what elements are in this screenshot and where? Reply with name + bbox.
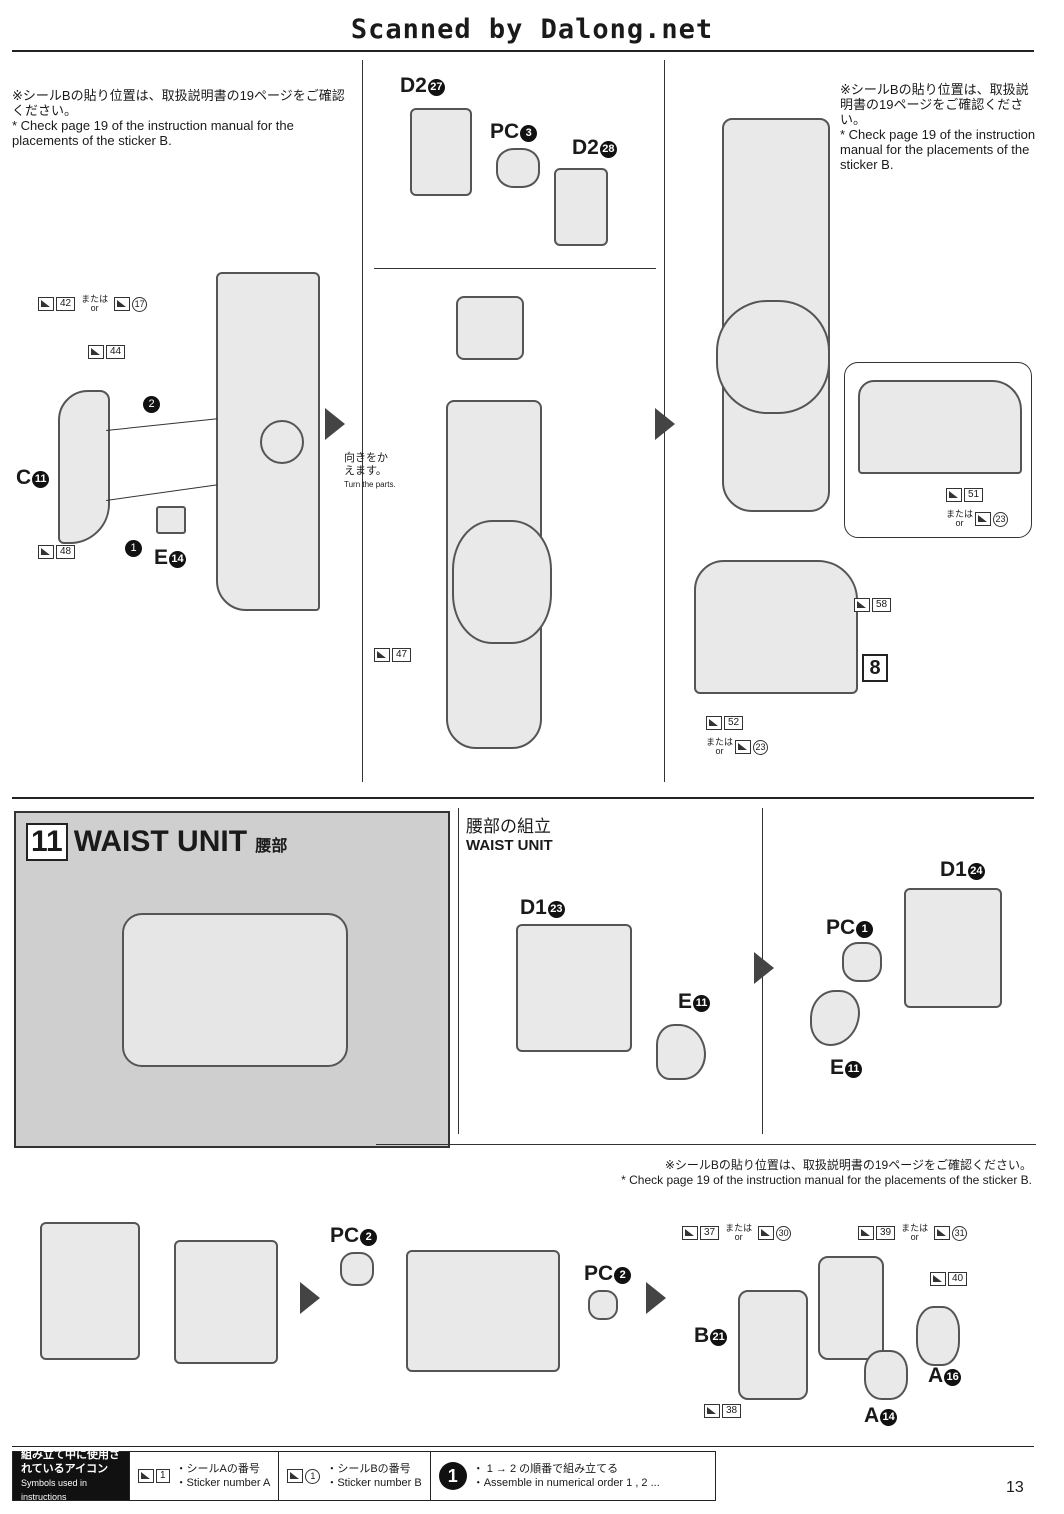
part-a16: [916, 1306, 960, 1366]
part-b21: [738, 1290, 808, 1400]
step-1-badge: 1: [124, 540, 142, 558]
section-rule: [12, 797, 1034, 799]
step-2-badge: 2: [142, 396, 160, 414]
part-a14: [864, 1350, 908, 1400]
hand-part-8: [694, 560, 858, 694]
elbow-armor: [452, 520, 552, 644]
part-pc2-left: [340, 1252, 374, 1286]
part-e11: [656, 1024, 706, 1080]
legend-sticker-a: 1 ・シールAの番号・Sticker number A: [130, 1452, 280, 1500]
joint: [260, 420, 304, 464]
part-d2-27: [410, 108, 472, 196]
page-number: 13: [1006, 1479, 1024, 1496]
top-rule: [12, 50, 1034, 52]
sticker-48: 48: [38, 545, 76, 559]
waist-half-left: [40, 1222, 140, 1360]
waist-unit-complete: [122, 913, 348, 1067]
part-e11b: [810, 990, 860, 1046]
turn-note: 向きをかえます。 Turn the parts.: [344, 452, 396, 489]
step-arrow: [300, 1282, 320, 1314]
scan-header: Scanned by Dalong.net: [350, 14, 714, 45]
legend-order: 1 ・ 1 → 2 の順番で組み立てる・Assemble in numerica…: [431, 1452, 668, 1500]
sticker-note-2: ※シールBの貼り位置は、取扱説明書の19ページをご確認ください。 * Check…: [840, 82, 1036, 172]
sticker-44: 44: [88, 345, 126, 359]
part-e14: [156, 506, 186, 534]
sticker-40: 40: [930, 1272, 968, 1286]
shoulder-joint: [456, 296, 524, 360]
part-pc1: [842, 942, 882, 982]
waist-half-right: [174, 1240, 278, 1364]
row-rule: [376, 1144, 1036, 1145]
sub-title: 腰部の組立 WAIST UNIT: [466, 817, 553, 854]
divider: [458, 808, 459, 1134]
footer-rule: [12, 1446, 1034, 1447]
sticker-38: 38: [704, 1404, 742, 1418]
step-arrow: [325, 408, 345, 440]
sticker-52: 52: [706, 716, 744, 730]
armor-part-c11: [58, 390, 110, 544]
legend-sticker-b: 1 ・シールBの番号・Sticker number B: [279, 1452, 431, 1500]
part-d2-28: [554, 168, 608, 246]
sticker-58: 58: [854, 598, 892, 612]
elbow-joint: [716, 300, 830, 414]
arrow: [106, 484, 218, 501]
step-arrow: [646, 1282, 666, 1314]
sticker-note-3: ※シールBの貼り位置は、取扱説明書の19ページをご確認ください。 * Check…: [621, 1158, 1032, 1187]
waist-core: [406, 1250, 560, 1372]
step-arrow: [754, 952, 774, 984]
part-d1-24: [904, 888, 1002, 1008]
part-pc3: [496, 148, 540, 188]
sticker-47: 47: [374, 648, 412, 662]
arrow: [106, 418, 218, 431]
sticker-51: 51: [946, 488, 984, 502]
sticker-note: ※シールBの貼り位置は、取扱説明書の19ページをご確認ください。 * Check…: [12, 88, 345, 148]
part-pc2-right: [588, 1290, 618, 1320]
detail-part: [858, 380, 1022, 474]
part-number-8: 8: [862, 654, 888, 682]
part-d1-23: [516, 924, 632, 1052]
divider: [362, 60, 363, 782]
waist-side: [818, 1256, 884, 1360]
step-arrow: [655, 408, 675, 440]
callout-line: [374, 268, 656, 269]
